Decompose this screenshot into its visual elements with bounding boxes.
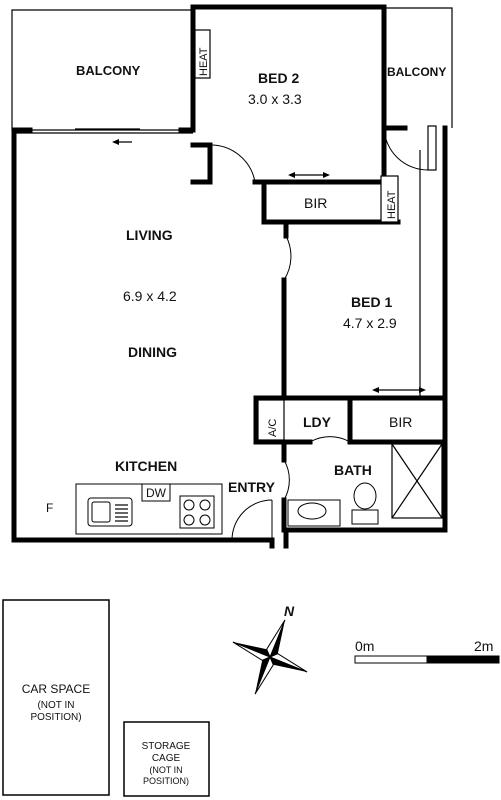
car-space-line2: (NOT IN (37, 700, 74, 711)
door-swings (209, 127, 429, 541)
balcony-left-outline (11, 9, 193, 134)
balcony-right-outline (384, 7, 453, 128)
living-label: LIVING (126, 227, 173, 243)
fridge-label: F (46, 501, 53, 515)
entry-label: ENTRY (228, 479, 276, 495)
ac-unit: A/C (257, 399, 285, 441)
toilet (351, 482, 379, 525)
car-space-line1: CAR SPACE (22, 682, 90, 696)
bed1-size: 4.7 x 2.9 (343, 315, 397, 331)
kitchen-label: KITCHEN (115, 458, 177, 474)
dining-label: DINING (128, 344, 177, 360)
storage-line2: CAGE (152, 753, 181, 764)
compass-north-label: N (284, 603, 295, 619)
sliding-arrow-balcony (112, 139, 132, 145)
window-lines (13, 125, 437, 480)
storage-line1: STORAGE (142, 741, 191, 752)
balcony-right-label: BALCONY (387, 65, 446, 79)
car-space-line3: POSITION) (30, 712, 81, 723)
kitchen-sink (87, 497, 133, 527)
bath-label: BATH (334, 462, 372, 478)
interior-walls (190, 125, 448, 533)
bed2-label: BED 2 (258, 70, 299, 86)
sliding-arrow-bir-top (288, 172, 330, 178)
storage-line3: (NOT IN (149, 765, 182, 775)
bir-top-label: BIR (304, 195, 327, 211)
ldy-label: LDY (303, 414, 332, 430)
bir-bottom-label: BIR (389, 414, 412, 430)
compass-rose-icon (232, 619, 308, 695)
bed2-size: 3.0 x 3.3 (248, 91, 302, 107)
car-space: CAR SPACE (NOT IN POSITION) (2, 599, 110, 796)
scale-start-label: 0m (355, 638, 374, 654)
sliding-arrow-bir-bottom (372, 387, 426, 393)
heat-label-right: HEAT (386, 190, 398, 219)
heater-top: HEAT (194, 29, 211, 79)
storage-cage: STORAGE CAGE (NOT IN POSITION) (123, 721, 210, 797)
storage-line4: POSITION) (143, 776, 189, 786)
balcony-left-label: BALCONY (76, 63, 141, 78)
ac-label: A/C (267, 419, 279, 437)
exterior-walls (11, 4, 448, 549)
scale-bar: 0m 2m (354, 638, 500, 664)
living-size: 6.9 x 4.2 (123, 288, 177, 304)
shower (391, 443, 443, 519)
bed1-label: BED 1 (351, 294, 392, 310)
dw-label: DW (146, 486, 167, 500)
cooktop (179, 495, 215, 529)
vanity-basin (287, 499, 341, 527)
scale-end-label: 2m (474, 638, 493, 654)
heat-label-top: HEAT (198, 47, 210, 76)
heater-right: HEAT (380, 175, 399, 223)
